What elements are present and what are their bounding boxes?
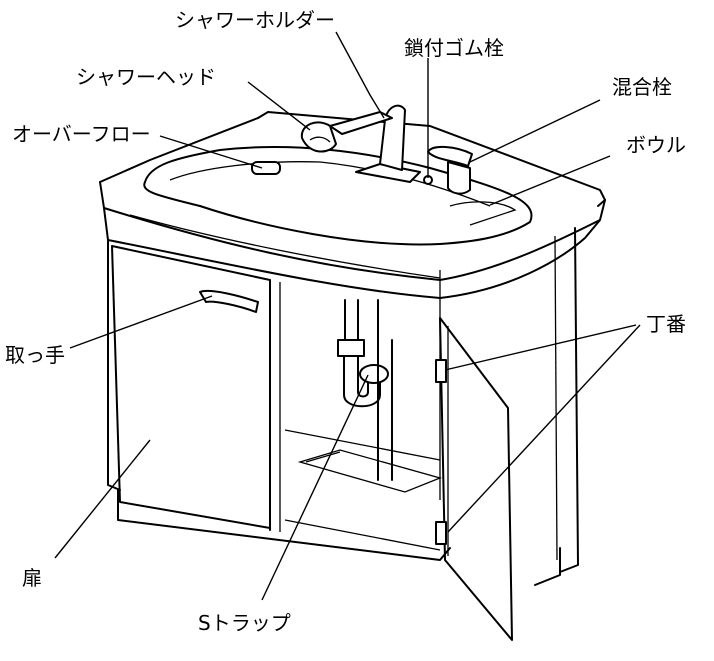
faucet	[423, 146, 473, 195]
counter-front-inner	[129, 214, 441, 279]
label-chained-plug: 鎖付ゴム栓	[404, 36, 504, 60]
pipe-upper	[344, 299, 359, 341]
drain-pipe	[377, 299, 393, 481]
right-door	[435, 317, 513, 641]
leader-shower-holder	[335, 31, 385, 119]
leader-mixing-faucet	[469, 99, 601, 163]
label-mixing-faucet: 混合栓	[612, 75, 672, 99]
counter-left-rim	[99, 117, 259, 183]
trap-bend-outer	[343, 355, 381, 408]
hinge-lower	[435, 521, 447, 545]
hinge-upper	[435, 359, 447, 383]
door-handle	[199, 290, 259, 313]
faucet-deck-plate	[355, 163, 421, 183]
shower-assembly	[300, 104, 406, 171]
leader-shower-head	[247, 81, 311, 131]
leader-bowl	[489, 155, 611, 206]
faucet-lever	[427, 146, 473, 167]
left-door	[111, 245, 271, 529]
cabinet-plinth-front	[117, 489, 451, 561]
shower-head-face	[309, 136, 331, 143]
basin-inner	[169, 161, 491, 207]
basin-rim	[143, 145, 533, 246]
left-door-panel	[111, 245, 271, 529]
cabinet-interior-floor-line	[284, 429, 441, 461]
trap-bend-inner	[357, 355, 369, 398]
leader-door	[54, 439, 151, 559]
label-shower-head: シャワーヘッド	[76, 65, 216, 89]
leader-overflow	[159, 135, 263, 169]
counter-front-edge	[99, 181, 606, 281]
label-handle: 取っ手	[5, 343, 65, 367]
cabinet-left-edge	[107, 239, 121, 491]
floor-plate-hatch	[305, 451, 341, 463]
s-trap-pipe	[337, 299, 393, 481]
cabinet-right-front-edge	[554, 235, 558, 561]
countertop	[99, 111, 606, 299]
label-bowl: ボウル	[626, 133, 686, 157]
label-hinge: 丁番	[646, 312, 686, 336]
counter-lower-edge	[103, 207, 601, 299]
label-s-trap: Sトラップ	[198, 611, 291, 635]
leader-lines	[54, 31, 641, 601]
right-door-panel	[439, 317, 513, 641]
cabinet-plinth-right	[534, 547, 561, 586]
faucet-body	[447, 161, 471, 195]
label-shower-holder: シャワーホルダー	[175, 8, 335, 32]
overflow-slot	[251, 161, 281, 175]
trap-nut	[359, 364, 389, 384]
leader-s-trap	[261, 374, 369, 601]
leader-hinge-lower	[447, 324, 641, 533]
label-door: 扉	[22, 566, 42, 590]
leader-handle	[69, 295, 213, 349]
pipe-nut-upper	[337, 339, 365, 357]
floor-plate	[297, 449, 443, 493]
cabinet-interior-bottom	[284, 519, 441, 551]
shower-holder-arm	[329, 111, 393, 135]
cabinet-right-side	[559, 227, 579, 573]
leader-hinge-upper	[444, 324, 637, 371]
callout-labels: シャワーホルダー 鎖付ゴム栓 シャワーヘッド 混合栓 オーバーフロー ボウル 丁…	[5, 8, 686, 635]
basin-drain-ridge	[449, 201, 517, 226]
label-overflow: オーバーフロー	[12, 122, 151, 146]
